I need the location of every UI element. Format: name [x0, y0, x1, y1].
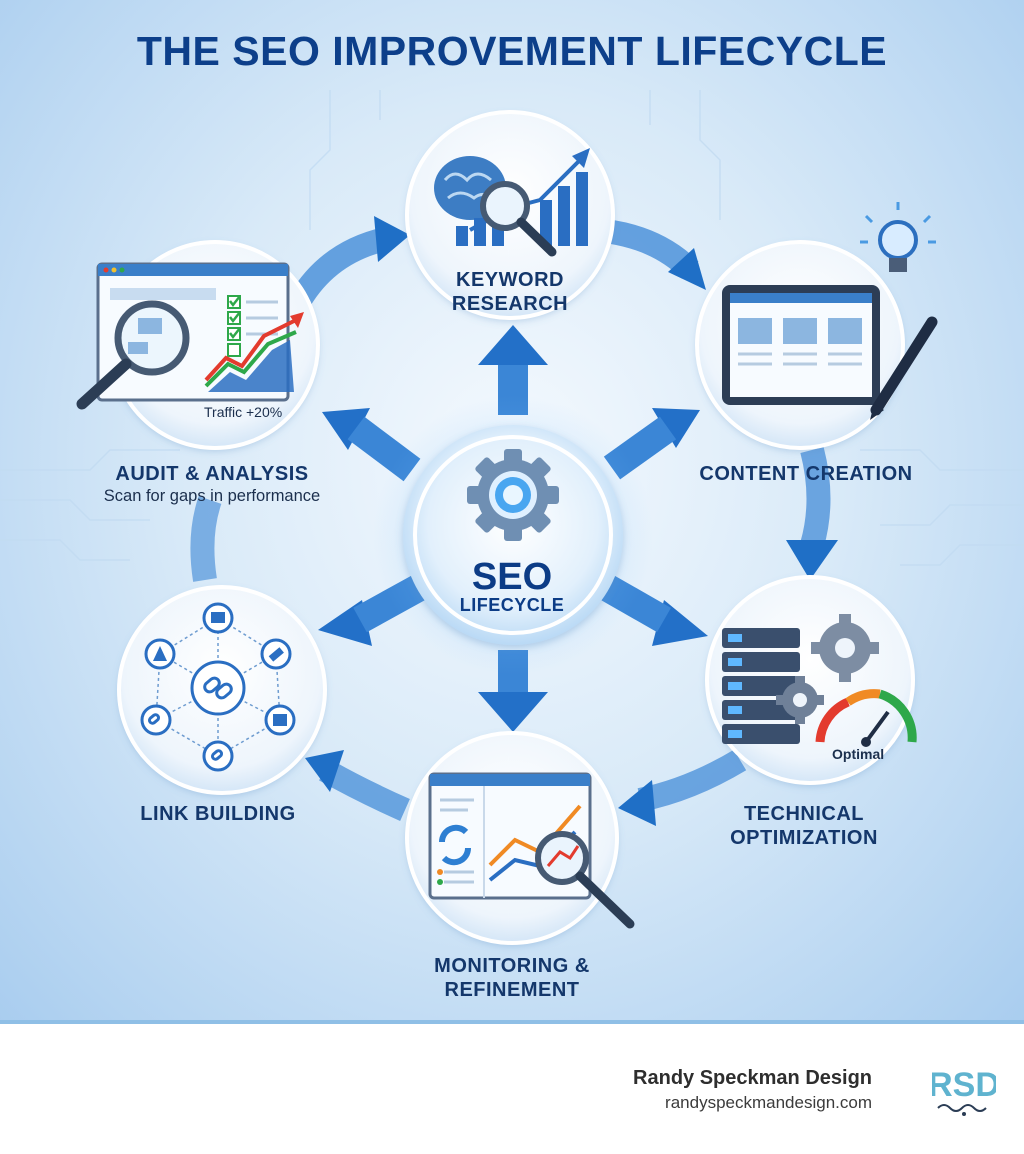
center-subtitle: LIFECYCLE	[459, 595, 565, 615]
disc-content	[695, 202, 938, 450]
arrow-to-keyword	[478, 325, 548, 365]
technical-label: TECHNICAL OPTIMIZATION	[694, 802, 914, 850]
disc-technical	[705, 575, 917, 785]
audit-label: AUDIT & ANALYSIS	[115, 463, 309, 485]
arrow-technical-to-monitoring	[637, 749, 747, 812]
gear-icon	[811, 614, 879, 682]
link-label: LINK BUILDING	[140, 803, 296, 825]
link-network-icon	[140, 602, 296, 772]
brand-name: Randy Speckman Design	[633, 1067, 872, 1089]
monitoring-label-line1: MONITORING &	[434, 955, 590, 977]
keyword-label: KEYWORD RESEARCH	[410, 268, 610, 316]
arrow-monitoring-to-link	[319, 759, 410, 821]
rsd-logo: RSD	[932, 1066, 996, 1116]
audit-description: Scan for gaps in performance	[103, 487, 321, 505]
technical-label-line2: OPTIMIZATION	[730, 827, 878, 849]
gear-icon	[776, 676, 824, 724]
magnifier-icon	[76, 300, 190, 410]
center-hub	[373, 395, 653, 675]
refresh-icon	[438, 824, 472, 866]
lightbulb-icon	[860, 202, 936, 272]
magnifier-icon	[535, 831, 635, 929]
keyword-label-line1: KEYWORD	[456, 269, 564, 291]
brand-url[interactable]: randyspeckmandesign.com	[665, 1093, 872, 1112]
arrow-link-to-audit	[190, 496, 222, 582]
center-title: SEO	[471, 556, 553, 598]
page-title: THE SEO IMPROVEMENT LIFECYCLE	[136, 28, 888, 74]
magnifier-icon	[480, 181, 557, 257]
traffic-label: Traffic +20%	[204, 404, 283, 420]
arrow-audit-to-keyword	[289, 226, 393, 307]
cycle-arrows	[190, 216, 838, 826]
arrow-audit-to-keyword-head	[374, 216, 410, 262]
disc-link	[117, 585, 327, 795]
arrow-content-to-technical-head	[786, 540, 838, 580]
arrow-content-to-technical	[800, 446, 831, 549]
lifecycle-diagram	[0, 90, 1024, 945]
technical-label-line1: TECHNICAL	[743, 803, 865, 825]
monitoring-label: MONITORING & REFINEMENT	[400, 954, 624, 1002]
monitoring-label-line2: REFINEMENT	[444, 979, 580, 1001]
arrow-keyword-to-content-head	[668, 248, 706, 290]
logo-text: RSD	[932, 1066, 996, 1104]
arrow-to-content	[652, 408, 700, 448]
divider	[0, 1020, 1024, 1024]
arrow-technical-to-monitoring-head	[618, 780, 656, 826]
arrow-monitoring-to-link-head	[305, 750, 344, 792]
arrow-to-audit	[322, 408, 370, 450]
disc-keyword	[405, 110, 615, 320]
gear-icon	[467, 449, 559, 541]
bar-chart-icon	[456, 172, 588, 246]
server-icon	[722, 628, 800, 744]
disc-audit	[76, 240, 320, 450]
gauge-icon	[815, 689, 917, 747]
pen-icon	[870, 316, 938, 420]
disc-monitoring	[405, 731, 635, 945]
tablet-icon	[722, 285, 880, 405]
content-label: CONTENT CREATION	[699, 463, 913, 485]
checklist-icon	[227, 295, 278, 357]
infographic-canvas: THE SEO IMPROVEMENT LIFECYCLE	[0, 0, 1024, 1024]
gauge-label: Optimal	[832, 746, 885, 762]
arrow-to-monitoring	[478, 692, 548, 732]
circuit-background	[0, 90, 1024, 566]
footer	[0, 1024, 1024, 1154]
keyword-label-line2: RESEARCH	[451, 293, 569, 315]
